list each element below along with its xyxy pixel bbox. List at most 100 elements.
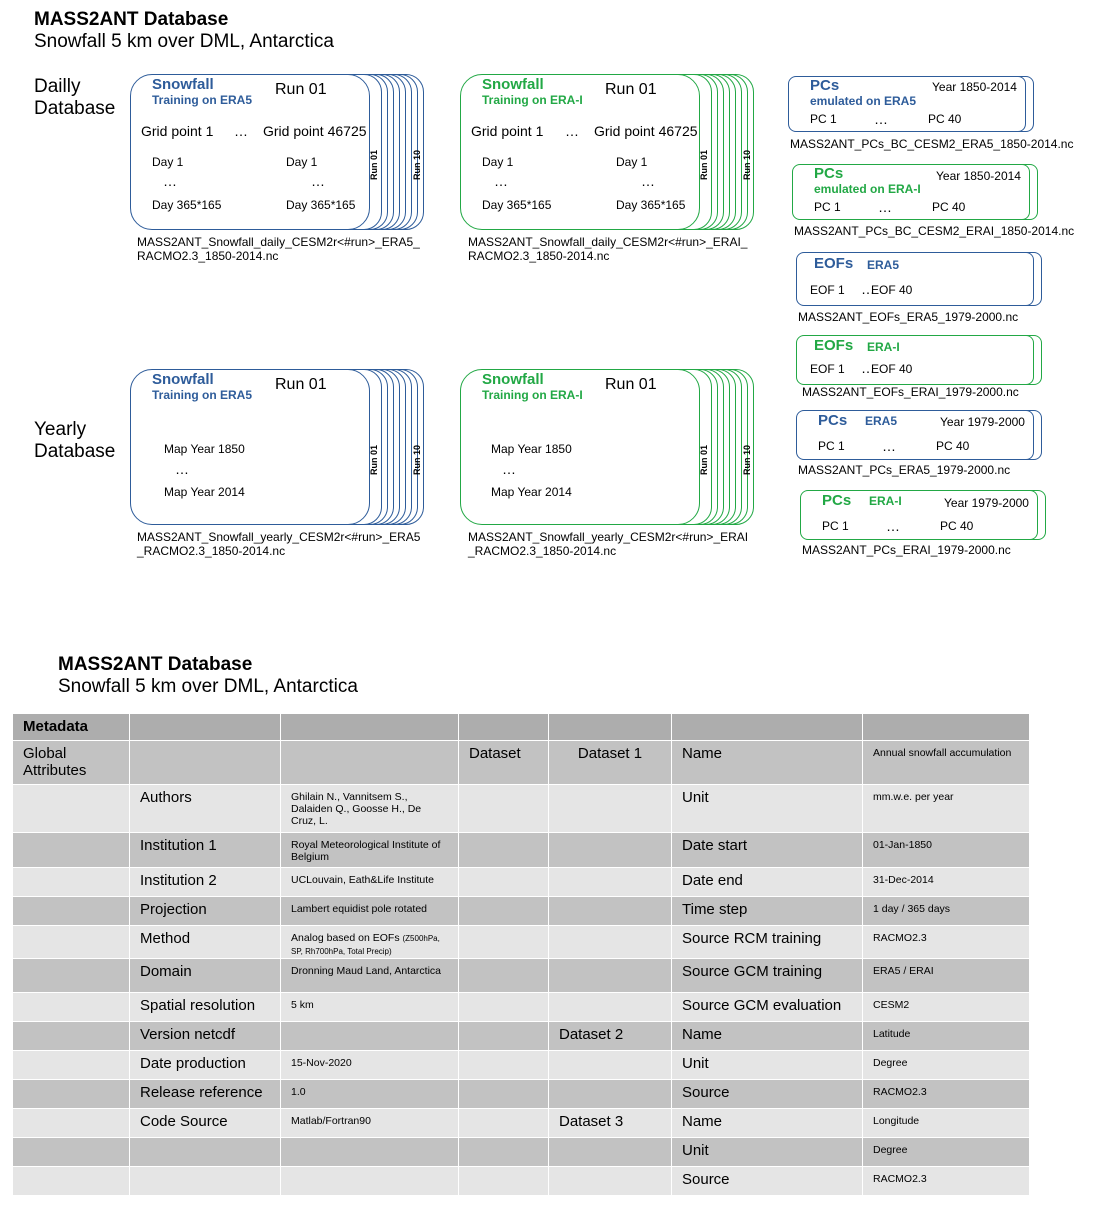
run-label: Run 01: [605, 376, 657, 393]
cell: Date end: [671, 867, 863, 897]
cell: [458, 832, 549, 868]
day-first-b: Day 1: [286, 155, 318, 169]
table-row: Domain Dronning Maud Land, Antarctica So…: [12, 958, 1030, 993]
box-first: PC 1: [818, 439, 845, 453]
cell: Dataset: [458, 740, 549, 785]
cell: [458, 1108, 549, 1138]
cell: Time step: [671, 896, 863, 926]
cell: [548, 1050, 672, 1080]
box-title: PCs: [818, 412, 848, 429]
yearly-erai-filename: MASS2ANT_Snowfall_yearly_CESM2r<#run>_ER…: [468, 530, 748, 558]
daily-label-line1: Dailly: [34, 76, 81, 97]
cell: Lambert equidist pole rotated: [280, 896, 459, 926]
box-last: PC 40: [940, 519, 974, 533]
pcs-erai-box: PCs ERA-I Year 1979-2000 PC 1 … PC 40: [800, 490, 1046, 542]
method-note: (Z500hPa, SP, Rh700hPa, Total Precip): [291, 934, 440, 956]
box-year: Year 1850-2014: [932, 80, 1017, 94]
grid-last: Grid point 46725: [594, 123, 698, 139]
filename-line1: MASS2ANT_Snowfall_daily_CESM2r<#run>_ERA…: [137, 235, 420, 249]
box-tag: ERA5: [865, 414, 898, 428]
daily-erai-filename: MASS2ANT_Snowfall_daily_CESM2r<#run>_ERA…: [468, 235, 747, 263]
yearly-erai-stack: Snowfall Training on ERA-I Run 01 Map Ye…: [460, 369, 756, 525]
cell: [548, 925, 672, 959]
box-dots: …: [861, 360, 875, 376]
cell: Projection: [129, 896, 281, 926]
cell: [12, 992, 130, 1022]
filename-line2: _RACMO2.3_1850-2014.nc: [137, 544, 286, 558]
cell: [12, 832, 130, 868]
box-subtitle: emulated on ERA5: [810, 94, 917, 108]
box-first: PC 1: [810, 112, 837, 126]
table-row: Institution 1 Royal Meteorological Insti…: [12, 832, 1030, 868]
cell: 1 day / 365 days: [862, 896, 1030, 926]
pcs-era5-filename: MASS2ANT_PCs_ERA5_1979-2000.nc: [798, 463, 1011, 477]
cell: 15-Nov-2020: [280, 1050, 459, 1080]
cell: [458, 925, 549, 959]
cell: Global Attributes: [12, 740, 130, 785]
eofs-era5-box: EOFs ERA5 EOF 1 … EOF 40: [796, 252, 1042, 308]
day-last-b: Day 365*165: [286, 198, 356, 212]
table-head-cell: Metadata: [12, 713, 130, 741]
run-first-label: Run 01: [369, 149, 379, 180]
box-dots: …: [874, 111, 888, 127]
run-last-label: Run 10: [412, 149, 422, 180]
run-first-label: Run 01: [699, 444, 709, 475]
grid-first: Grid point 1: [141, 123, 214, 139]
daily-era5-filename: MASS2ANT_Snowfall_daily_CESM2r<#run>_ERA…: [137, 235, 420, 263]
filename-line1: MASS2ANT_Snowfall_yearly_CESM2r<#run>_ER…: [468, 530, 749, 544]
run-label: Run 01: [275, 81, 327, 98]
cell: 1.0: [280, 1079, 459, 1109]
page-subtitle: Snowfall 5 km over DML, Antarctica: [34, 31, 334, 52]
yearly-era5-card: [130, 369, 370, 525]
box-title: EOFs: [814, 255, 854, 272]
run-first-label: Run 01: [699, 149, 709, 180]
cell: Degree: [862, 1050, 1030, 1080]
cell: [12, 896, 130, 926]
cell: Unit: [671, 1137, 863, 1167]
box-title: EOFs: [814, 337, 854, 354]
table-row: Projection Lambert equidist pole rotated…: [12, 896, 1030, 926]
day-last-a: Day 365*165: [152, 198, 222, 212]
daily-erai-stack: Snowfall Training on ERA-I Run 01 Grid p…: [460, 74, 756, 230]
cell: [12, 925, 130, 959]
cell: Ghilain N., Vannitsem S., Dalaiden Q., G…: [280, 784, 459, 833]
cell: [12, 784, 130, 833]
table-row: Spatial resolution 5 km Source GCM evalu…: [12, 992, 1030, 1022]
cell: [280, 1137, 459, 1167]
table-row: Unit Degree: [12, 1137, 1030, 1167]
card-subtitle: Training on ERA5: [152, 93, 253, 107]
box-year: Year 1979-2000: [940, 415, 1025, 429]
cell: Source: [671, 1166, 863, 1196]
box-last: PC 40: [928, 112, 962, 126]
cell: [12, 867, 130, 897]
yearly-erai-card: [460, 369, 700, 525]
cell: Version netcdf: [129, 1021, 281, 1051]
cell: [548, 896, 672, 926]
pcs-bc-era5-box: PCs emulated on ERA5 Year 1850-2014 PC 1…: [788, 76, 1034, 134]
run-first-label: Run 01: [369, 444, 379, 475]
yearly-era5-stack: Snowfall Training on ERA5 Run 01 Map Yea…: [130, 369, 426, 525]
cell: [548, 992, 672, 1022]
run-label: Run 01: [605, 81, 657, 98]
metadata-table: Metadata Global Attributes Dataset Datas…: [12, 713, 1030, 1196]
cell: Source GCM evaluation: [671, 992, 863, 1022]
box-first: PC 1: [814, 200, 841, 214]
map-dots: …: [502, 461, 516, 477]
eofs-era5-filename: MASS2ANT_EOFs_ERA5_1979-2000.nc: [798, 310, 1019, 324]
day-last-a: Day 365*165: [482, 198, 552, 212]
cell: [548, 1137, 672, 1167]
table-row: Method Analog based on EOFs (Z500hPa, SP…: [12, 925, 1030, 959]
cell: Source RCM training: [671, 925, 863, 959]
table-row: Code Source Matlab/Fortran90 Dataset 3 N…: [12, 1108, 1030, 1138]
map-dots: …: [175, 461, 189, 477]
day-dots-a: …: [163, 173, 177, 189]
box-dots: …: [882, 438, 896, 454]
cell: 5 km: [280, 992, 459, 1022]
card-subtitle: Training on ERA-I: [482, 93, 583, 107]
cell: [458, 992, 549, 1022]
method-cell: Analog based on EOFs (Z500hPa, SP, Rh700…: [280, 925, 459, 959]
cell: Name: [671, 1021, 863, 1051]
cell: ERA5 / ERAI: [862, 958, 1030, 993]
cell: [129, 740, 281, 785]
cell: 01-Jan-1850: [862, 832, 1030, 868]
